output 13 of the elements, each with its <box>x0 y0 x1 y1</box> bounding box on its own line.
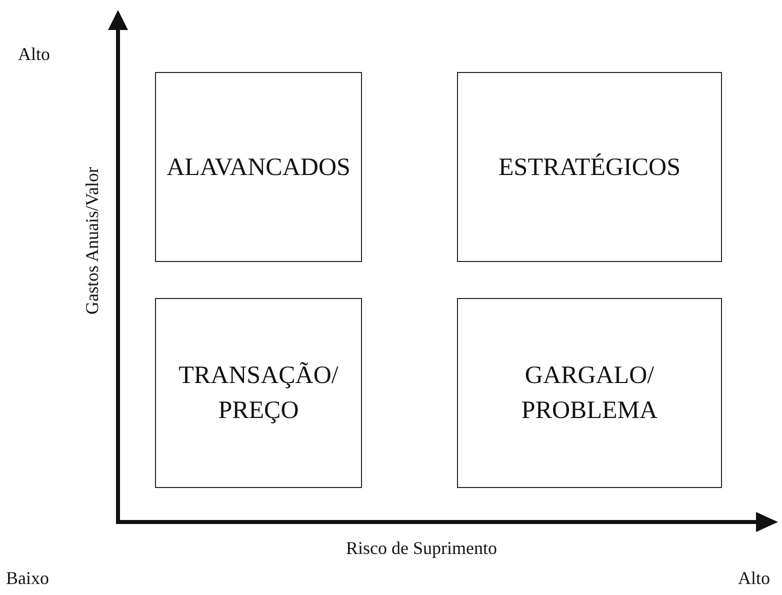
quadrant-label: ALAVANCADOS <box>166 152 350 182</box>
quadrant-box <box>457 298 722 488</box>
quadrant-label: ESTRATÉGICOS <box>498 152 680 182</box>
axis-low-label: Baixo <box>6 568 49 589</box>
quadrant-box <box>155 72 362 262</box>
x-axis-title: Risco de Suprimento <box>346 538 497 559</box>
quadrant-box <box>155 298 362 488</box>
quadrant-box <box>457 72 722 262</box>
quadrant-label: TRANSAÇÃO/ PREÇO <box>178 361 340 426</box>
axis-high-label: Alto <box>18 44 50 65</box>
axis-high-label: Alto <box>738 568 770 589</box>
quadrant-label: GARGALO/ PROBLEMA <box>520 361 659 426</box>
y-axis-title: Gastos Anuais/Valor <box>82 167 103 314</box>
